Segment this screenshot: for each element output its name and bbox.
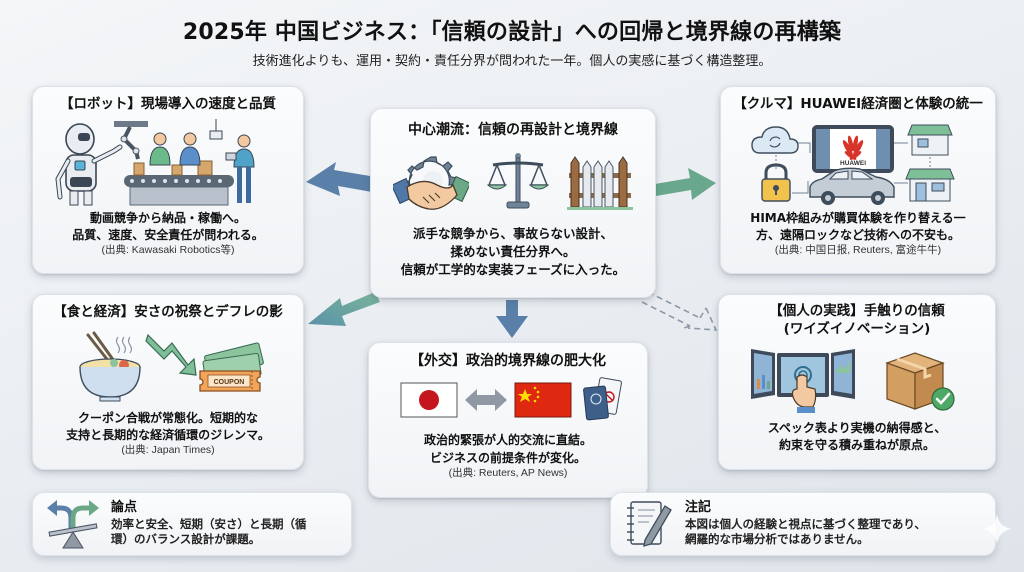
note-issue-body-line: 効率と安全、短期（安さ）と長期（循 [111,516,307,531]
card-personal-body-line: スペック表より実機の納得感と、 [767,421,947,436]
box-check-icon [885,352,955,411]
noodle-bowl-icon [79,331,141,402]
card-car-source: (出典: 中国日报, Reuters, 富途牛牛) [774,244,942,257]
note-issue: 論点 効率と安全、短期（安さ）と長期（循 環）のバランス設計が課題。 [32,492,352,556]
card-diplomacy-body-line: ビジネスの前提条件が変化。 [429,450,586,465]
split-path-balance-icon [47,500,99,549]
page-title: 2025年 中国ビジネス：「信頼の設計」への回帰と境界線の再構築 [182,20,842,45]
card-personal-subtitle: (ワイズイノベーション) [783,320,931,337]
card-diplomacy-title: 【外交】政治的境界線の肥大化 [410,353,606,369]
store-icon [905,124,955,202]
arrow-to-car [655,168,716,200]
conveyor-belt-icon [124,160,234,206]
card-food-source: (出典: Japan Times) [121,444,215,457]
robot-arm-icon [114,120,148,160]
card-diplomacy: 【外交】政治的境界線の肥大化 [368,342,648,498]
card-robot-body-line: 動画競争から納品・稼働へ。 [89,210,246,225]
card-robot: 【ロボット】現場導入の速度と品質 [32,86,304,274]
huawei-display-icon: HUAWEI [812,124,894,173]
card-robot-body-line: 品質、速度、安全責任が問われる。 [72,227,264,242]
workers-icon [149,118,255,203]
sparkle-icon [982,514,1012,544]
car-icon [809,167,895,205]
arrow-to-food [308,292,380,326]
card-personal-body-line: 約束を守る積み重ねが原点。 [778,438,935,453]
card-car-title: 【クルマ】HUAWEI経済圏と体験の統一 [733,96,983,112]
cloud-sync-icon [751,125,799,154]
card-center-body-line: 揉めない責任分界へ。 [450,244,576,260]
note-disclaimer: 注記 本図は個人の経験と視点に基づく整理であり、 網羅的な市場分析ではありません… [610,492,996,556]
passport-travel-advisory-icon [583,377,622,421]
page-subtitle: 技術進化よりも、運用・契約・責任分界が問われた一年。個人の実感に基づく構造整理。 [252,54,772,69]
touchscreen-delivery-icon [719,342,995,414]
card-diplomacy-source: (出典: Reuters, AP News) [448,466,568,479]
card-robot-title: 【ロボット】現場導入の速度と品質 [60,96,276,112]
card-personal: 【個人の実践】手触りの信頼 (ワイズイノベーション) [718,294,996,470]
card-personal-title: 【個人の実践】手触りの信頼 [769,303,945,319]
fence-icon [567,156,633,211]
coupon-icon: COUPON [199,342,264,392]
huawei-logo-text: HUAWEI [840,160,866,167]
card-robot-source: (出典: Kawasaki Robotics等) [101,244,235,257]
note-issue-body-line: 環）のバランス設計が課題。 [111,532,261,547]
japan-flag-icon [400,382,458,418]
bidirectional-arrow-icon [465,389,507,412]
notepad-pen-icon [627,501,672,547]
card-center-body-line: 信頼が工学的な実装フェーズに入った。 [400,262,626,278]
noodle-coupon-icon: COUPON [33,324,303,406]
card-food-title: 【食と経済】安さの祝祭とデフレの影 [53,304,283,320]
touch-display-icon [751,349,855,414]
arrow-to-robot [306,162,372,196]
robot-factory-line-icon [33,116,303,208]
china-flag-icon [514,382,572,418]
card-food: 【食と経済】安さの祝祭とデフレの影 COUPON [32,294,304,470]
robot-icon [55,122,123,206]
card-car-body-line: HIMA枠組みが購買体験を作り替える一 [750,210,966,225]
down-trend-arrow-icon [145,333,197,376]
handshake-gear-icon [393,156,469,211]
arrow-to-personal [641,291,718,331]
coupon-label: COUPON [214,379,245,386]
card-car-body-line: 方、遠隔ロックなど技術への不安も。 [755,227,960,242]
huawei-ecosystem-icon: HUAWEI [721,116,995,208]
padlock-icon [761,163,791,202]
card-center-body-line: 派手な競争から、事故らない設計、 [412,226,613,242]
card-diplomacy-body-line: 政治的緊張が人的交流に直結。 [423,433,592,448]
note-disclaimer-body-line: 本図は個人の経験と視点に基づく整理であり、 [685,516,926,531]
note-disclaimer-body-line: 網羅的な市場分析ではありません。 [685,532,869,547]
card-food-body-line: 支持と長期的な経済循環のジレンマ。 [66,427,270,442]
note-disclaimer-head: 注記 [685,500,712,516]
card-food-body-line: クーポン合戦が常態化。短期的な [77,410,258,425]
card-center: 中心潮流：信頼の再設計と境界線 [370,108,656,298]
japan-china-flags-icon [369,374,647,426]
scales-icon [487,153,549,209]
card-car: 【クルマ】HUAWEI経済圏と体験の統一 [720,86,996,274]
note-issue-head: 論点 [111,500,138,516]
card-center-title: 中心潮流：信頼の再設計と境界線 [408,122,618,138]
arrow-to-diplomacy [496,300,528,338]
